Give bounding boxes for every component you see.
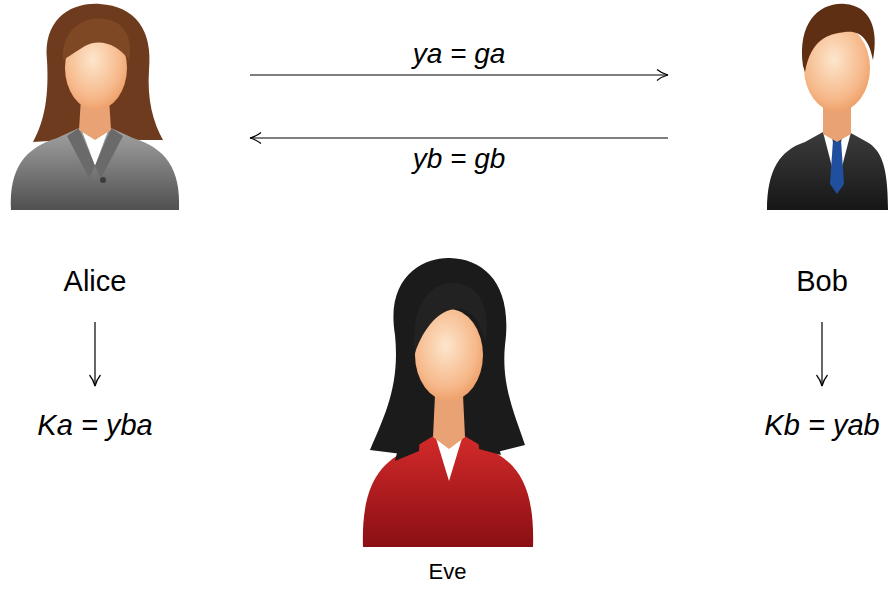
key-formula: Ka = yba [37, 409, 152, 442]
message-arrow [250, 74, 668, 75]
party-name: Alice [64, 265, 127, 298]
party-node: Alice [5, 0, 250, 312]
bob-avatar [765, 0, 888, 210]
key-result: Kb = yab [757, 398, 887, 453]
alice-avatar [5, 0, 185, 212]
key-result: Ka = yba [30, 398, 160, 453]
derive-arrow [94, 322, 95, 386]
message-arrow [250, 137, 668, 138]
message-formula: yb = gb [413, 143, 506, 175]
derive-arrow [821, 322, 822, 386]
party-name: Eve [429, 559, 467, 584]
party-node: Bob [668, 0, 892, 312]
key-formula: Kb = yab [764, 409, 879, 442]
eve-avatar [355, 255, 540, 550]
party-name: Bob [796, 265, 848, 298]
eavesdropper-node: Eve [355, 250, 540, 588]
message-formula: ya = ga [413, 38, 506, 70]
